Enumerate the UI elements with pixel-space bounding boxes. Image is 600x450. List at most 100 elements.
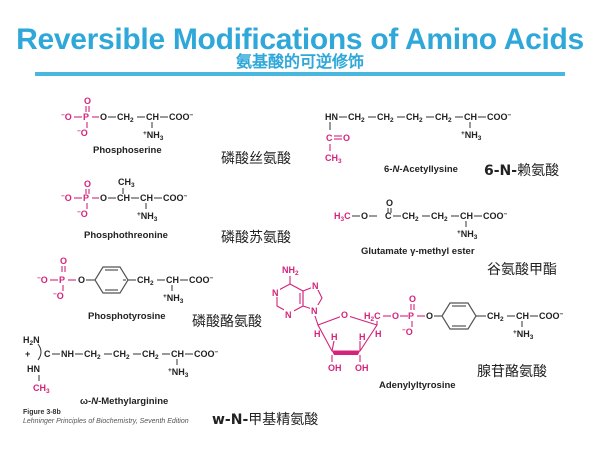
structure-adenylyltyrosine: NH2 N N N N O H H H H OH OH H2C O P O: [271, 265, 564, 391]
svg-text:COO−: COO−: [189, 275, 214, 285]
svg-text:CH2: CH2: [117, 112, 134, 124]
svg-text:O: O: [100, 193, 107, 203]
svg-text:CH3: CH3: [33, 383, 50, 395]
svg-text:O: O: [84, 179, 91, 189]
svg-text:Phosphothreonine: Phosphothreonine: [84, 230, 168, 241]
svg-text:+NH3: +NH3: [457, 229, 478, 241]
svg-text:H2C: H2C: [364, 311, 381, 323]
structure-acetyllysine: HN CH2 CH2 CH2 CH2 CH COO− +NH3 C O CH3 …: [325, 112, 512, 175]
svg-text:CH2: CH2: [431, 211, 448, 223]
svg-text:CH2: CH2: [84, 349, 101, 361]
svg-text:C: C: [385, 211, 392, 221]
svg-text:CH2: CH2: [406, 112, 423, 124]
svg-text:O: O: [392, 311, 399, 321]
svg-text:CH: CH: [146, 112, 159, 122]
chinese-name-phosphoserine: 磷酸丝氨酸: [221, 151, 291, 167]
svg-text:CH: CH: [117, 193, 130, 203]
svg-text:−O: −O: [37, 275, 48, 285]
svg-text:O: O: [361, 211, 368, 221]
page-subtitle: 氨基酸的可逆修饰: [235, 52, 364, 71]
svg-text:O: O: [426, 311, 433, 321]
svg-text:CH2: CH2: [348, 112, 365, 124]
svg-text:O: O: [343, 133, 350, 143]
svg-text:O: O: [386, 198, 393, 208]
svg-text:COO−: COO−: [169, 112, 194, 122]
svg-text:CH3: CH3: [118, 177, 135, 189]
svg-text:CH: CH: [516, 311, 529, 321]
svg-text:NH: NH: [61, 349, 74, 359]
figure-source: Lehninger Principles of Biochemistry, Se…: [23, 418, 189, 425]
svg-text:P: P: [83, 193, 89, 203]
svg-text:−O: −O: [61, 112, 72, 122]
svg-text:CH2: CH2: [137, 275, 154, 287]
chinese-name-acetyllysine: 6-N-赖氨酸: [484, 163, 559, 179]
svg-text:N: N: [312, 281, 319, 291]
svg-text:COO−: COO−: [194, 349, 219, 359]
svg-text:CH: CH: [140, 193, 153, 203]
svg-text:H: H: [331, 332, 338, 342]
svg-text:N: N: [272, 288, 279, 298]
svg-text:OH: OH: [355, 363, 369, 373]
svg-text:COO−: COO−: [163, 193, 188, 203]
svg-text:O: O: [78, 275, 85, 285]
svg-text:Phosphotyrosine: Phosphotyrosine: [88, 311, 166, 322]
svg-text:N: N: [311, 306, 318, 316]
svg-text:C: C: [326, 133, 333, 143]
svg-text:CH: CH: [464, 112, 477, 122]
svg-text:Adenylyltyrosine: Adenylyltyrosine: [379, 380, 456, 391]
svg-text:+NH3: +NH3: [143, 130, 164, 142]
chinese-name-phosphothreonine: 磷酸苏氨酸: [221, 230, 291, 246]
chinese-name-adenylyltyrosine: 腺苷酪氨酸: [477, 364, 547, 380]
svg-text:O: O: [341, 310, 348, 320]
svg-text:H: H: [375, 329, 382, 339]
svg-text:CH: CH: [460, 211, 473, 221]
structure-phosphothreonine: O −O P −O O CH CH3 CH COO− +NH3 Phosphot…: [61, 177, 188, 241]
figure-number: Figure 3-8b: [23, 409, 61, 416]
svg-text:Glutamate γ-methyl ester: Glutamate γ-methyl ester: [361, 246, 475, 257]
svg-text:−O: −O: [61, 193, 72, 203]
svg-text:P: P: [83, 112, 89, 122]
svg-text:CH2: CH2: [377, 112, 394, 124]
svg-text:6-N-Acetyllysine: 6-N-Acetyllysine: [384, 164, 458, 175]
structure-methylarginine: H2N + C NH CH2 CH2 CH2 CH COO− +NH3 HN C…: [23, 335, 219, 407]
page-title: Reversible Modifications of Amino Acids: [16, 23, 584, 56]
svg-text:HN: HN: [325, 112, 338, 122]
chinese-name-phosphotyrosine: 磷酸酪氨酸: [192, 314, 262, 330]
figure-caption: Figure 3-8b Lehninger Principles of Bioc…: [23, 408, 189, 426]
svg-text:−O: −O: [402, 327, 413, 337]
svg-text:H3C: H3C: [334, 211, 351, 223]
chinese-suffix-methylarginine: 甲基精氨酸: [248, 412, 319, 428]
svg-text:N: N: [285, 310, 292, 320]
svg-text:O: O: [409, 294, 416, 304]
chinese-suffix-acetyllysine: 赖氨酸: [517, 163, 560, 179]
svg-text:+NH3: +NH3: [513, 329, 534, 341]
svg-text:H: H: [359, 332, 366, 342]
svg-text:O: O: [60, 256, 67, 266]
structure-phosphoserine: O −O P −O O CH2 CH COO− +NH3 Phosphoseri…: [61, 96, 194, 156]
chinese-name-methylarginine: w-N-甲基精氨酸: [212, 412, 318, 428]
svg-text:CH3: CH3: [325, 153, 342, 165]
svg-text:P: P: [408, 311, 414, 321]
svg-text:CH: CH: [166, 275, 179, 285]
svg-text:−O: −O: [53, 291, 64, 301]
chinese-name-glutamate-methyl-ester: 谷氨酸甲酯: [487, 262, 557, 278]
svg-text:C: C: [44, 349, 51, 359]
svg-text:+NH3: +NH3: [461, 130, 482, 142]
svg-text:−O: −O: [77, 128, 88, 138]
svg-text:COO−: COO−: [539, 311, 564, 321]
svg-text:+NH3: +NH3: [163, 293, 184, 305]
svg-text:+NH3: +NH3: [137, 211, 158, 223]
svg-text:Phosphoserine: Phosphoserine: [93, 145, 162, 156]
svg-text:−O: −O: [77, 209, 88, 219]
svg-text:COO−: COO−: [483, 211, 508, 221]
svg-text:CH2: CH2: [142, 349, 159, 361]
svg-text:O: O: [100, 112, 107, 122]
structure-phosphotyrosine: O −O P −O O CH2 CH COO− +NH3 Phosphotyro…: [37, 256, 214, 322]
svg-text:+NH3: +NH3: [168, 367, 189, 379]
chinese-prefix-methylarginine: w-N-: [212, 412, 249, 428]
title-underline: [35, 72, 565, 76]
svg-text:CH: CH: [171, 349, 184, 359]
svg-text:CH2: CH2: [435, 112, 452, 124]
svg-text:OH: OH: [328, 363, 342, 373]
svg-text:+: +: [25, 349, 30, 359]
